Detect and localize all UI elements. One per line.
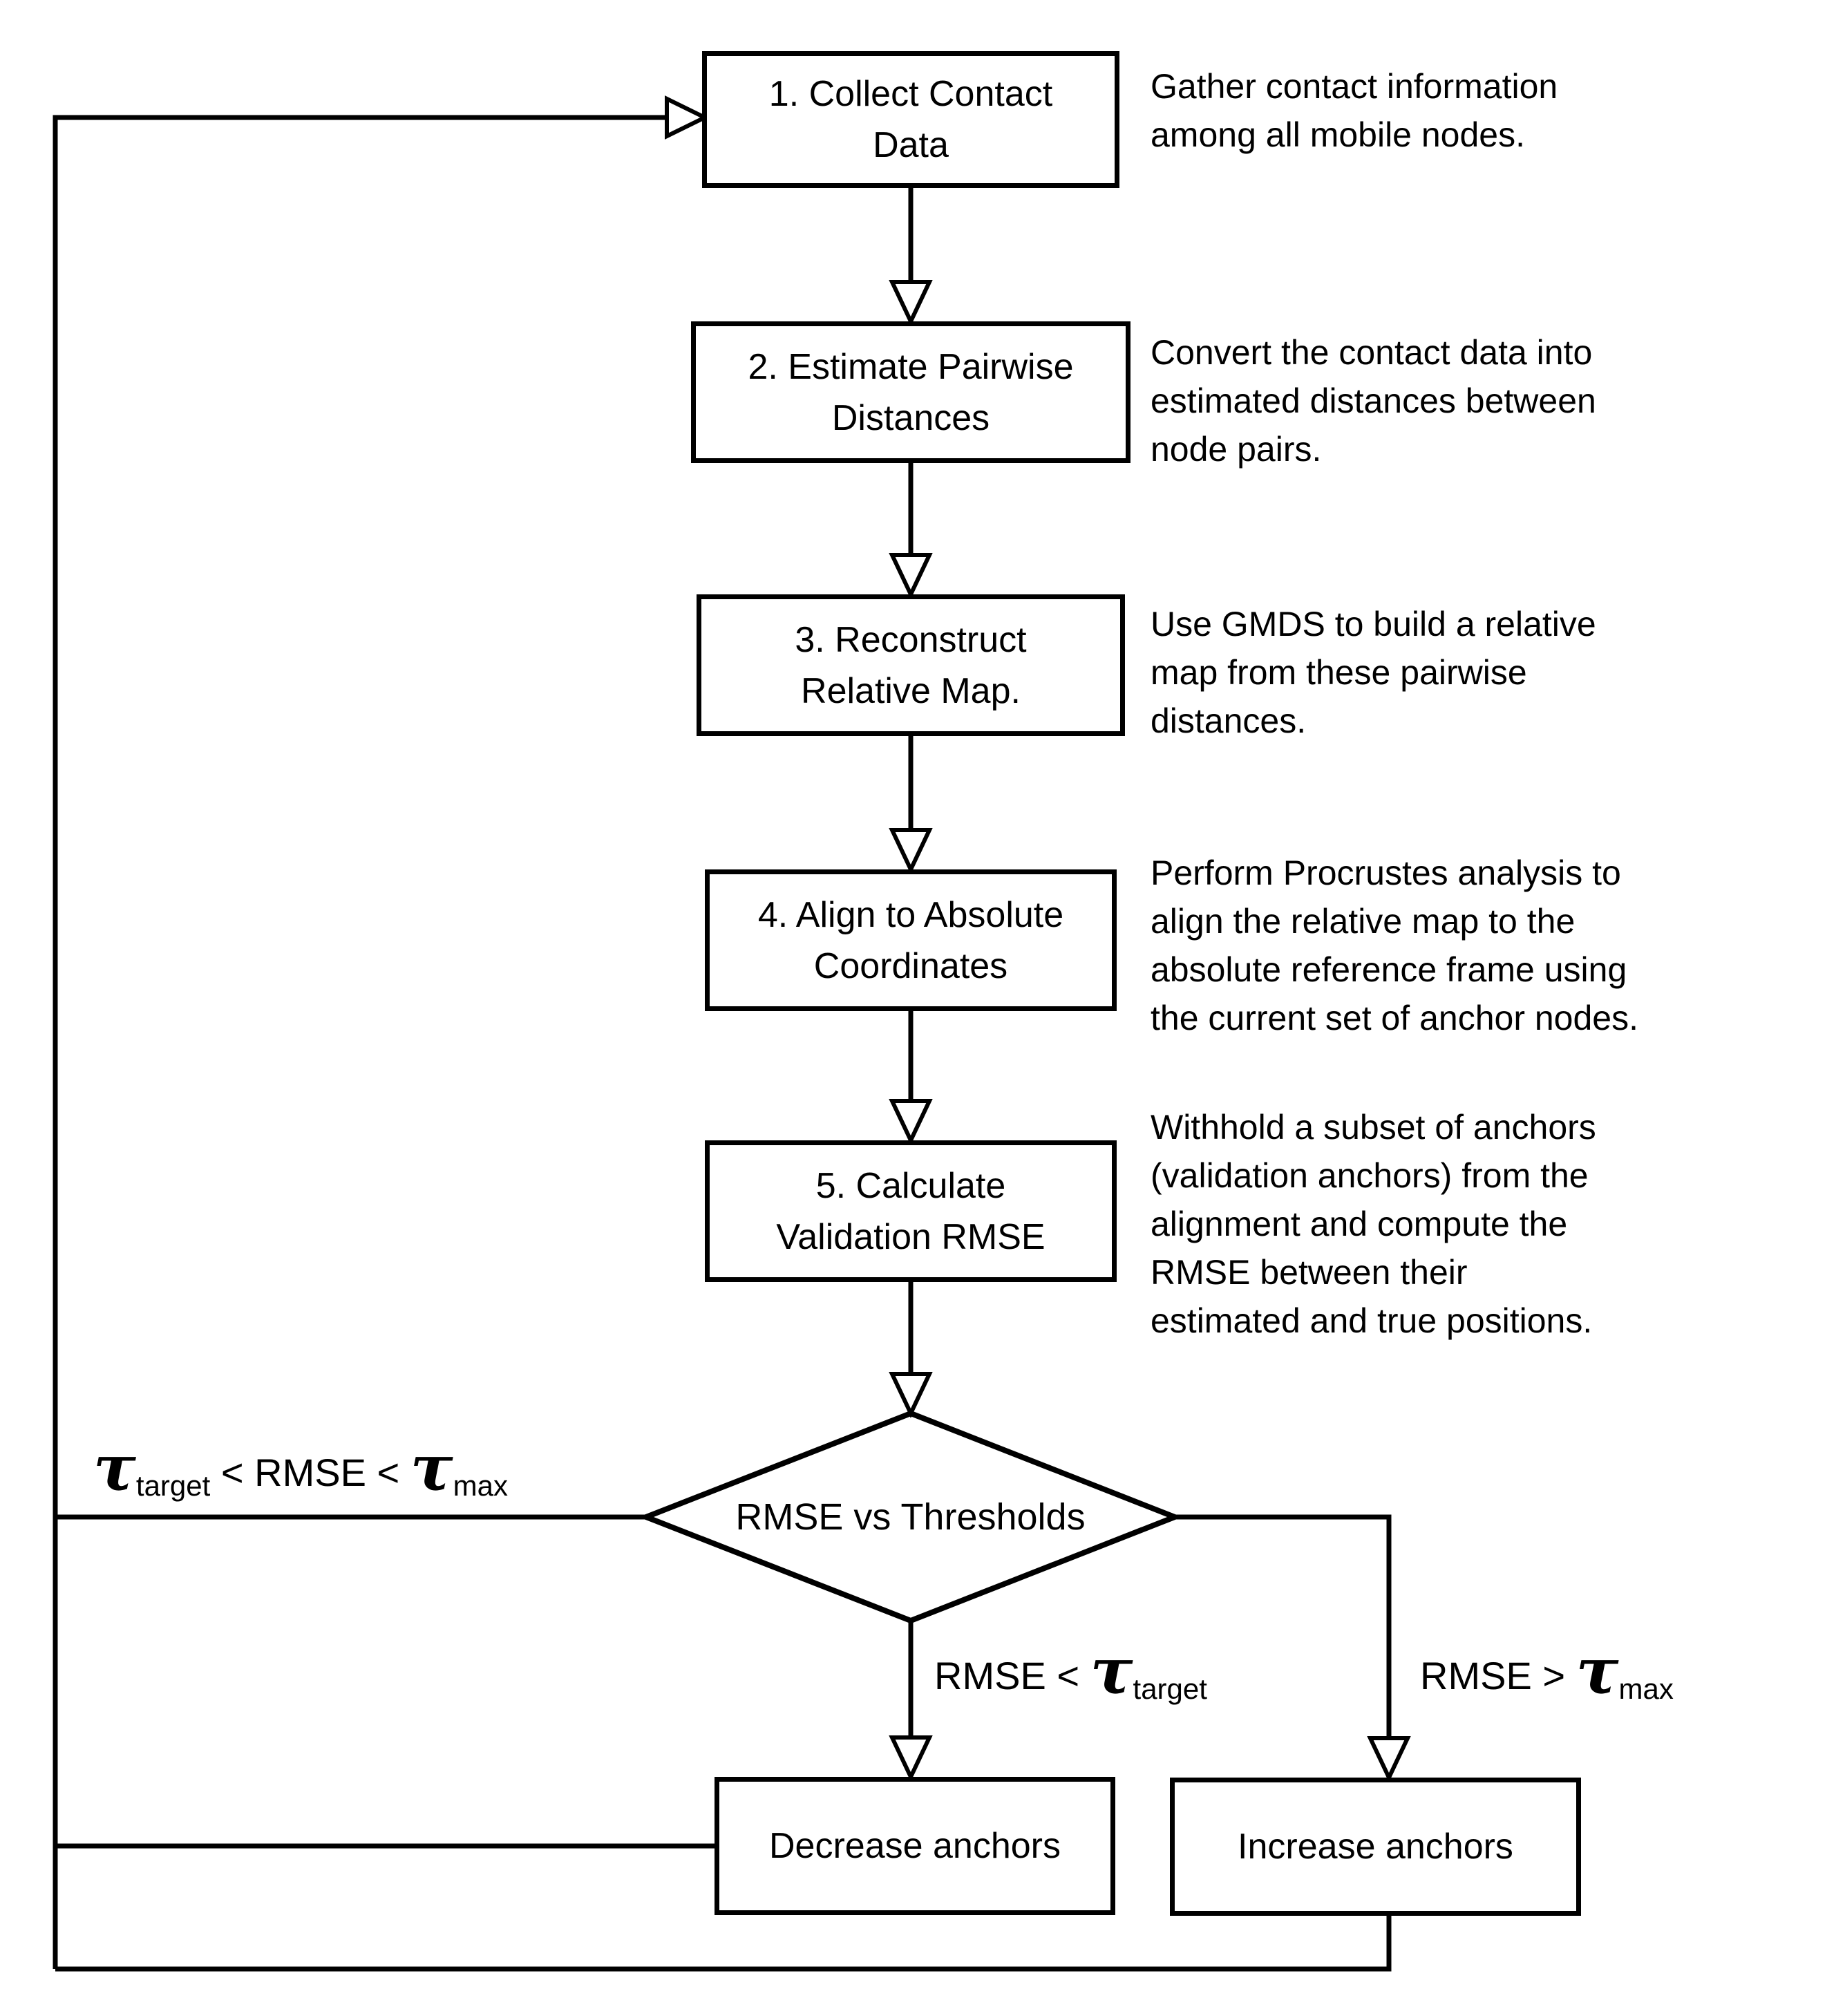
tau-symbol: τ <box>1576 1634 1619 1708</box>
step-1-label-line: 1. Collect Contact <box>768 74 1053 114</box>
annotation-line: distances. <box>1151 701 1307 740</box>
step-5-label-line: Validation RMSE <box>776 1216 1046 1257</box>
edge-label-text: RMSE > <box>1420 1654 1576 1697</box>
edge-label-loop: τtarget < RMSE < τmax <box>93 1436 509 1502</box>
arrowhead-into-increase-icon <box>1367 1736 1411 1783</box>
annotation-line: alignment and compute the <box>1151 1205 1568 1243</box>
arrowhead-into-decision-icon <box>889 1372 933 1419</box>
step-3-annotation: Use GMDS to build a relative map from th… <box>1151 600 1596 745</box>
step-2-label-line: Distances <box>831 397 990 438</box>
step-2-label-line: 2. Estimate Pairwise <box>748 346 1074 387</box>
step-3-label-line: Relative Map. <box>801 670 1021 711</box>
step-1-annotation: Gather contact information among all mob… <box>1151 62 1558 159</box>
step-1-label-line: Data <box>873 125 949 165</box>
step-4-label-line: 4. Align to Absolute <box>757 894 1064 935</box>
step-1-box: 1. Collect Contact Data <box>702 51 1119 188</box>
annotation-line: absolute reference frame using <box>1151 950 1627 989</box>
tau-subscript: max <box>453 1469 509 1502</box>
annotation-line: Gather contact information <box>1151 67 1558 106</box>
feedback-line-left <box>53 115 673 1969</box>
step-3-label-line: 3. Reconstruct <box>795 619 1027 660</box>
annotation-line: Withhold a subset of anchors <box>1151 1108 1596 1147</box>
arrowhead-into-decrease-icon <box>889 1735 933 1782</box>
tau-symbol: τ <box>93 1431 136 1505</box>
arrowhead-into-step4-icon <box>889 828 933 875</box>
tau-symbol: τ <box>1090 1634 1133 1708</box>
edge-label-increase: RMSE > τmax <box>1420 1639 1674 1706</box>
annotation-line: Convert the contact data into <box>1151 333 1593 372</box>
decision-label: RMSE vs Thresholds <box>735 1496 1086 1538</box>
decrease-anchors-box: Decrease anchors <box>715 1777 1115 1915</box>
tau-symbol: τ <box>410 1431 453 1505</box>
edge-label-decrease: RMSE < τtarget <box>934 1639 1207 1706</box>
annotation-line: (validation anchors) from the <box>1151 1156 1589 1195</box>
edge-label-text: RMSE < <box>934 1654 1090 1697</box>
arrow-line-decision-increase <box>1175 1514 1392 1738</box>
increase-anchors-box: Increase anchors <box>1170 1778 1581 1916</box>
decrease-anchors-label: Decrease anchors <box>769 1826 1061 1866</box>
step-2-annotation: Convert the contact data into estimated … <box>1151 328 1596 473</box>
annotation-line: among all mobile nodes. <box>1151 115 1525 154</box>
annotation-line: Use GMDS to build a relative <box>1151 605 1596 643</box>
step-4-box: 4. Align to Absolute Coordinates <box>705 869 1117 1011</box>
arrowhead-into-step3-icon <box>889 553 933 600</box>
step-4-label-line: Coordinates <box>813 945 1008 986</box>
annotation-line: the current set of anchor nodes. <box>1151 999 1638 1037</box>
annotation-line: estimated distances between <box>1151 381 1596 420</box>
edge-label-text: < RMSE < <box>210 1451 410 1494</box>
step-5-annotation: Withhold a subset of anchors (validation… <box>1151 1103 1596 1345</box>
step-3-box: 3. Reconstruct Relative Map. <box>697 594 1125 736</box>
step-5-box: 5. Calculate Validation RMSE <box>705 1140 1117 1282</box>
tau-subscript: target <box>135 1469 211 1502</box>
step-4-annotation: Perform Procrustes analysis to align the… <box>1151 849 1638 1042</box>
arrowhead-into-step1-icon <box>665 95 710 140</box>
annotation-line: map from these pairwise <box>1151 653 1527 692</box>
arrowhead-into-step5-icon <box>889 1099 933 1146</box>
step-5-label-line: 5. Calculate <box>815 1165 1006 1206</box>
annotation-line: RMSE between their <box>1151 1253 1468 1292</box>
tau-subscript: max <box>1618 1673 1674 1705</box>
annotation-line: Perform Procrustes analysis to <box>1151 854 1621 892</box>
annotation-line: node pairs. <box>1151 430 1322 469</box>
decision-diamond <box>638 1410 1182 1624</box>
step-2-box: 2. Estimate Pairwise Distances <box>691 321 1130 463</box>
annotation-line: estimated and true positions. <box>1151 1301 1593 1340</box>
annotation-line: align the relative map to the <box>1151 902 1576 941</box>
line-increase-loop <box>55 1916 1392 1972</box>
increase-anchors-label: Increase anchors <box>1238 1827 1513 1867</box>
tau-subscript: target <box>1133 1673 1207 1705</box>
arrowhead-into-step2-icon <box>889 280 933 327</box>
